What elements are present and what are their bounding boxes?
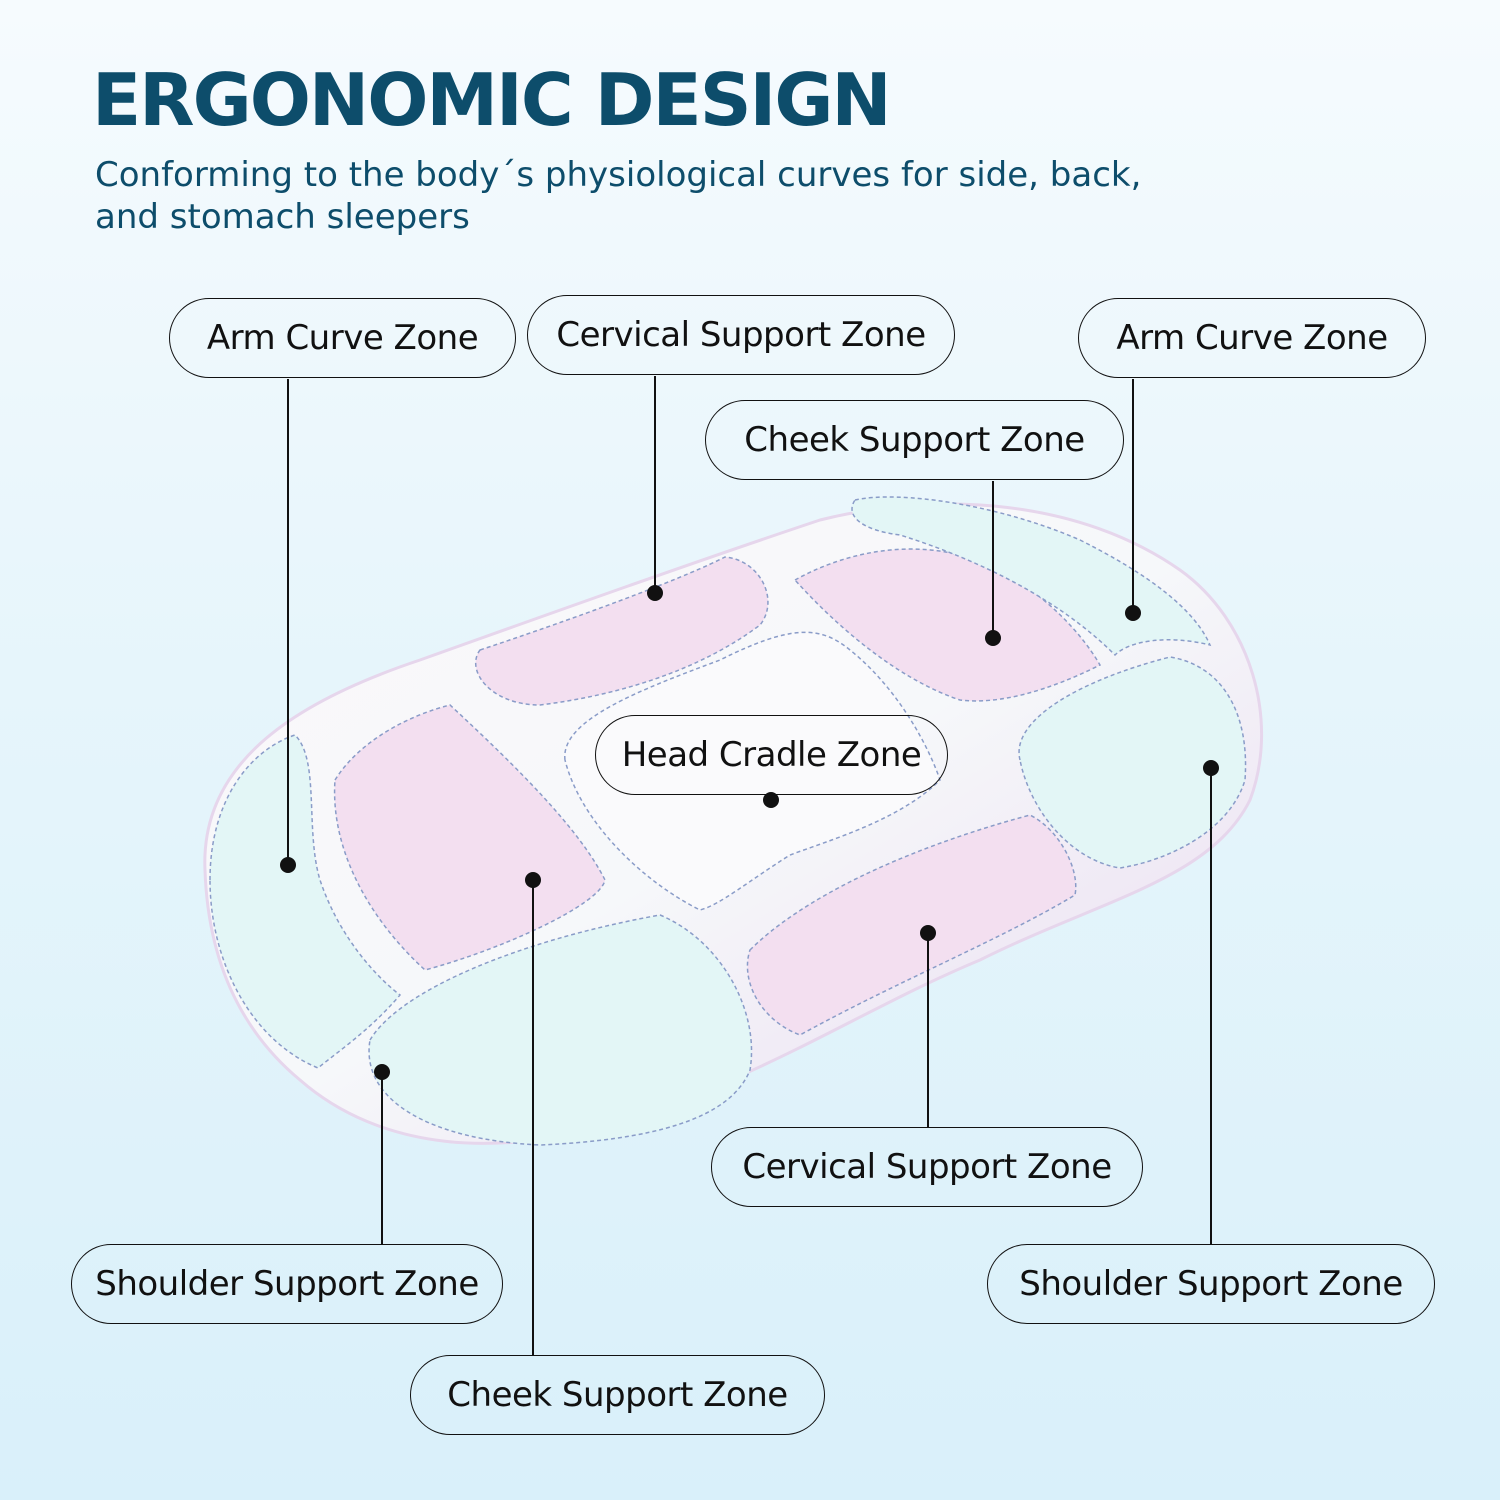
zone-shoulder-left (368, 914, 753, 1146)
zone-arm-curve-right (851, 496, 1212, 657)
label-arm-curve-left: Arm Curve Zone (169, 298, 516, 378)
zone-head-cradle (564, 631, 941, 911)
zone-shoulder-right (1018, 656, 1247, 869)
zone-cervical-top (474, 556, 769, 706)
marker-dot (1125, 605, 1141, 621)
marker-dot (985, 630, 1001, 646)
marker-dot (647, 585, 663, 601)
marker-dot (374, 1064, 390, 1080)
label-cheek-top: Cheek Support Zone (705, 400, 1124, 480)
label-cervical-bottom: Cervical Support Zone (711, 1127, 1143, 1207)
page-subtitle: Conforming to the body´s physiological c… (95, 155, 1142, 237)
zone-cervical-bottom (746, 814, 1077, 1036)
label-shoulder-right: Shoulder Support Zone (987, 1244, 1435, 1324)
marker-dot (280, 857, 296, 873)
marker-dot (763, 792, 779, 808)
marker-dot (525, 872, 541, 888)
label-shoulder-left: Shoulder Support Zone (71, 1244, 503, 1324)
marker-dot (920, 925, 936, 941)
label-head-cradle: Head Cradle Zone (595, 715, 948, 795)
zone-cheek-left (333, 704, 606, 971)
label-cheek-bottom: Cheek Support Zone (410, 1355, 825, 1435)
zone-arm-curve-left (209, 734, 402, 1069)
label-cervical-top: Cervical Support Zone (527, 295, 955, 375)
label-arm-curve-right: Arm Curve Zone (1078, 298, 1426, 378)
page-title: ERGONOMIC DESIGN (92, 58, 892, 142)
marker-dot (1203, 760, 1219, 776)
